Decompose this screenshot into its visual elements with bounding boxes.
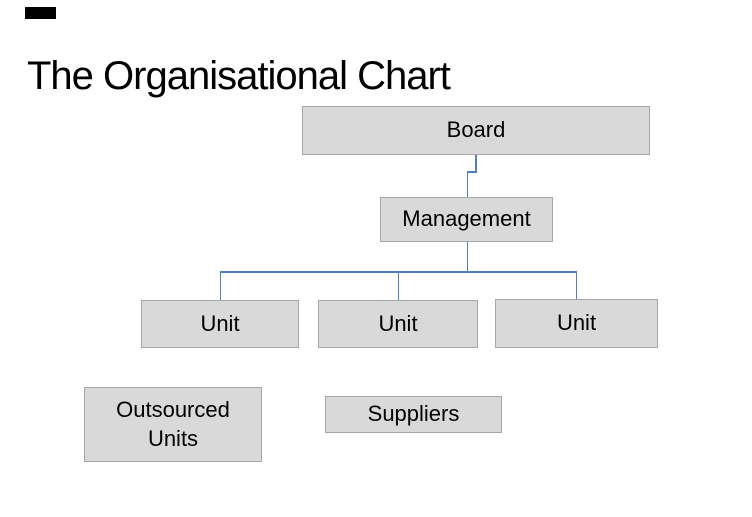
- connector-board-management-upper: [475, 155, 477, 172]
- node-unit-2-label: Unit: [378, 310, 418, 336]
- connector-drop-unit-1: [219, 271, 221, 300]
- node-unit-3-label: Unit: [556, 310, 597, 336]
- node-board: Board: [302, 106, 650, 155]
- node-unit-1-label: Unit: [200, 310, 240, 336]
- node-suppliers-label: Suppliers: [367, 401, 460, 427]
- connector-drop-unit-2: [397, 271, 399, 300]
- connector-board-management-lower: [466, 171, 468, 198]
- node-unit-3: Unit: [495, 299, 658, 348]
- connector-board-management-jog: [467, 171, 477, 173]
- node-suppliers: Suppliers: [325, 396, 502, 433]
- connector-management-stub: [466, 242, 468, 272]
- node-unit-1: Unit: [141, 300, 299, 348]
- top-left-marker: [25, 7, 56, 19]
- node-outsourced-units: Outsourced Units: [84, 387, 262, 462]
- node-management-label: Management: [402, 206, 531, 232]
- slide-title: The Organisational Chart: [27, 54, 451, 98]
- node-board-label: Board: [446, 117, 506, 143]
- node-outsourced-units-label: Outsourced Units: [116, 396, 230, 451]
- node-unit-2: Unit: [318, 300, 478, 348]
- connector-drop-unit-3: [575, 271, 577, 299]
- node-management: Management: [380, 197, 553, 242]
